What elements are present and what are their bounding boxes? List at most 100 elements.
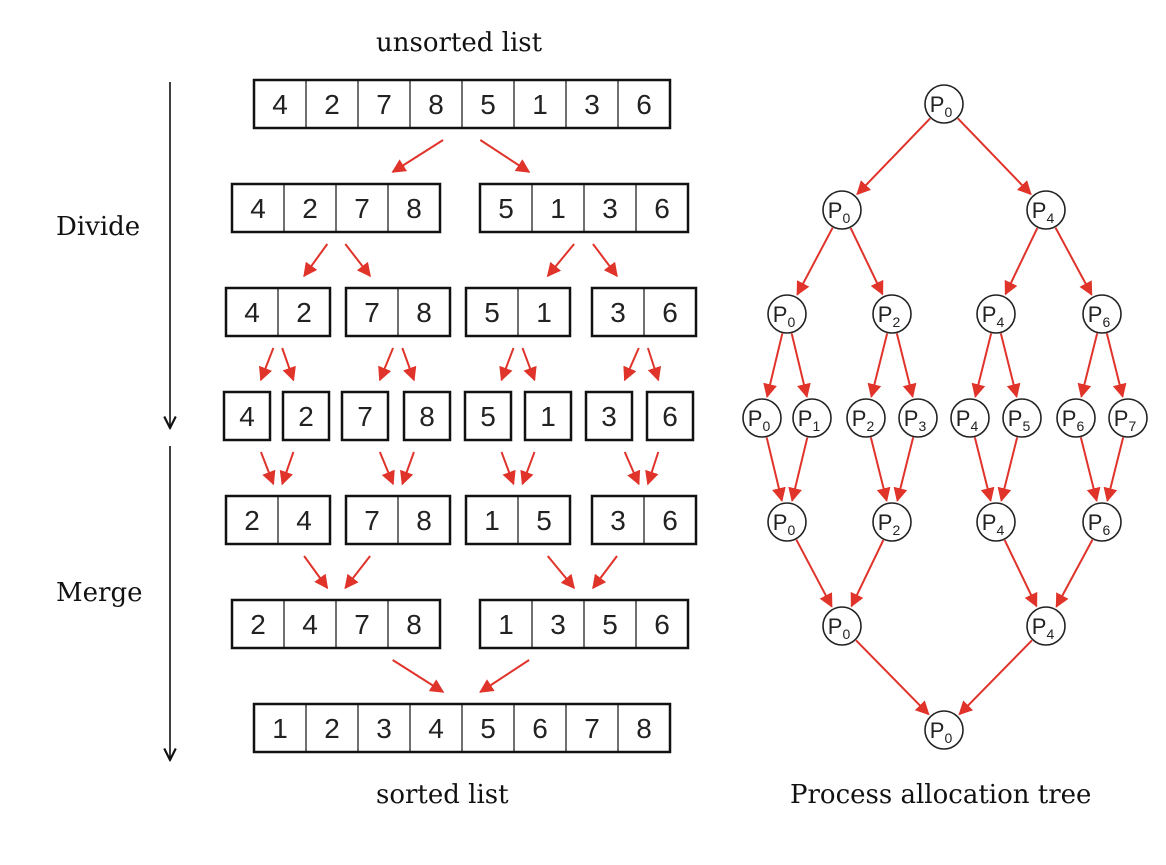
array-group: 2: [281, 390, 331, 442]
divide-arrow: [623, 347, 640, 382]
array-cell-value: 8: [416, 297, 432, 328]
process-id: 0: [842, 210, 850, 226]
array-group: 4: [222, 390, 272, 442]
array-cell-value: 8: [406, 193, 422, 224]
process-node: P4: [1026, 606, 1066, 646]
array-box: [463, 390, 513, 442]
array-cell-value: 7: [584, 713, 600, 744]
divide-label: Divide: [56, 212, 141, 242]
divide-arrow: [344, 243, 371, 278]
process-node-label: P0: [930, 718, 953, 746]
merge-arrow: [645, 451, 660, 486]
process-node-label: P2: [878, 510, 901, 538]
process-node: P5: [1002, 398, 1042, 438]
process-id: 5: [1022, 418, 1030, 434]
array-cell-value: 4: [296, 505, 312, 536]
array-cell-value: 4: [428, 713, 444, 744]
process-prefix: P: [798, 406, 813, 431]
process-prefix: P: [1062, 406, 1077, 431]
divide-arrow: [391, 139, 444, 173]
tree-edge: [1004, 227, 1039, 296]
process-id: 1: [812, 418, 820, 434]
tree-edge: [958, 639, 1033, 716]
process-node-label: P0: [828, 614, 851, 642]
process-prefix: P: [828, 198, 843, 223]
array-cell-value: 8: [406, 609, 422, 640]
process-node-circle: [924, 84, 964, 124]
process-prefix: P: [773, 510, 788, 535]
array-cell-value: 6: [532, 713, 548, 744]
array-cell-value: 8: [419, 401, 435, 432]
process-prefix: P: [1008, 406, 1023, 431]
process-node: P0: [924, 710, 964, 750]
merge-arrow: [260, 451, 276, 486]
process-node: P2: [872, 294, 912, 334]
merge-arrow: [344, 555, 371, 590]
process-node-circle: [872, 502, 912, 542]
divide-arrow: [258, 347, 275, 382]
array-cell-value: 3: [601, 401, 617, 432]
process-prefix: P: [1114, 406, 1129, 431]
process-prefix: P: [773, 302, 788, 327]
process-node-circle: [792, 398, 832, 438]
tree-edge: [1003, 539, 1038, 608]
process-prefix: P: [1032, 614, 1047, 639]
process-node-label: P0: [930, 92, 953, 120]
process-allocation-tree-label: Process allocation tree: [790, 780, 1092, 810]
tree-edge: [1105, 333, 1127, 399]
tree-edges: [763, 117, 1127, 716]
array-box: [281, 390, 331, 442]
array-box: [523, 390, 573, 442]
process-node: P2: [872, 502, 912, 542]
array-box: [584, 390, 634, 442]
process-node-label: P6: [1088, 302, 1111, 330]
array-cell-value: 4: [302, 609, 318, 640]
process-node: P7: [1108, 398, 1148, 438]
process-id: 0: [787, 522, 795, 538]
array-cell-value: 2: [296, 297, 312, 328]
process-node: P0: [822, 190, 862, 230]
merge-arrow: [623, 451, 641, 486]
merge-arrow: [378, 451, 395, 486]
process-node: P2: [846, 398, 886, 438]
tree-edge: [850, 539, 885, 608]
merge-arrow: [279, 451, 295, 486]
array-cell-value: 2: [250, 609, 266, 640]
process-prefix: P: [930, 92, 945, 117]
divide-arrow: [401, 347, 417, 382]
array-cell-value: 4: [239, 401, 255, 432]
process-node-label: P3: [904, 406, 927, 434]
process-id: 0: [842, 626, 850, 642]
array-box: [222, 390, 272, 442]
array-cell-value: 4: [250, 193, 266, 224]
array-cell-value: 7: [354, 609, 370, 640]
process-id: 4: [970, 418, 978, 434]
tree-edge: [999, 333, 1021, 399]
tree-edge: [867, 333, 889, 399]
array-cell-value: 8: [416, 505, 432, 536]
process-node-label: P1: [798, 406, 821, 434]
process-node-circle: [1082, 502, 1122, 542]
process-node-label: P4: [982, 510, 1005, 538]
array-cell-value: 7: [364, 297, 380, 328]
array-cell-value: 6: [654, 609, 670, 640]
array-group: 2 4 7 8: [230, 598, 442, 650]
merge-arrow: [546, 555, 575, 590]
merge-arrow: [479, 659, 530, 693]
unsorted-list-label: unsorted list: [376, 28, 543, 58]
array-cell-value: 5: [480, 713, 496, 744]
divide-arrow: [479, 139, 531, 173]
tree-edge: [795, 539, 833, 608]
tree-edge: [971, 333, 993, 399]
array-cell-value: 7: [357, 401, 373, 432]
process-node-circle: [846, 398, 886, 438]
array-cell-value: 1: [272, 713, 288, 744]
array-cell-value: 4: [244, 297, 260, 328]
